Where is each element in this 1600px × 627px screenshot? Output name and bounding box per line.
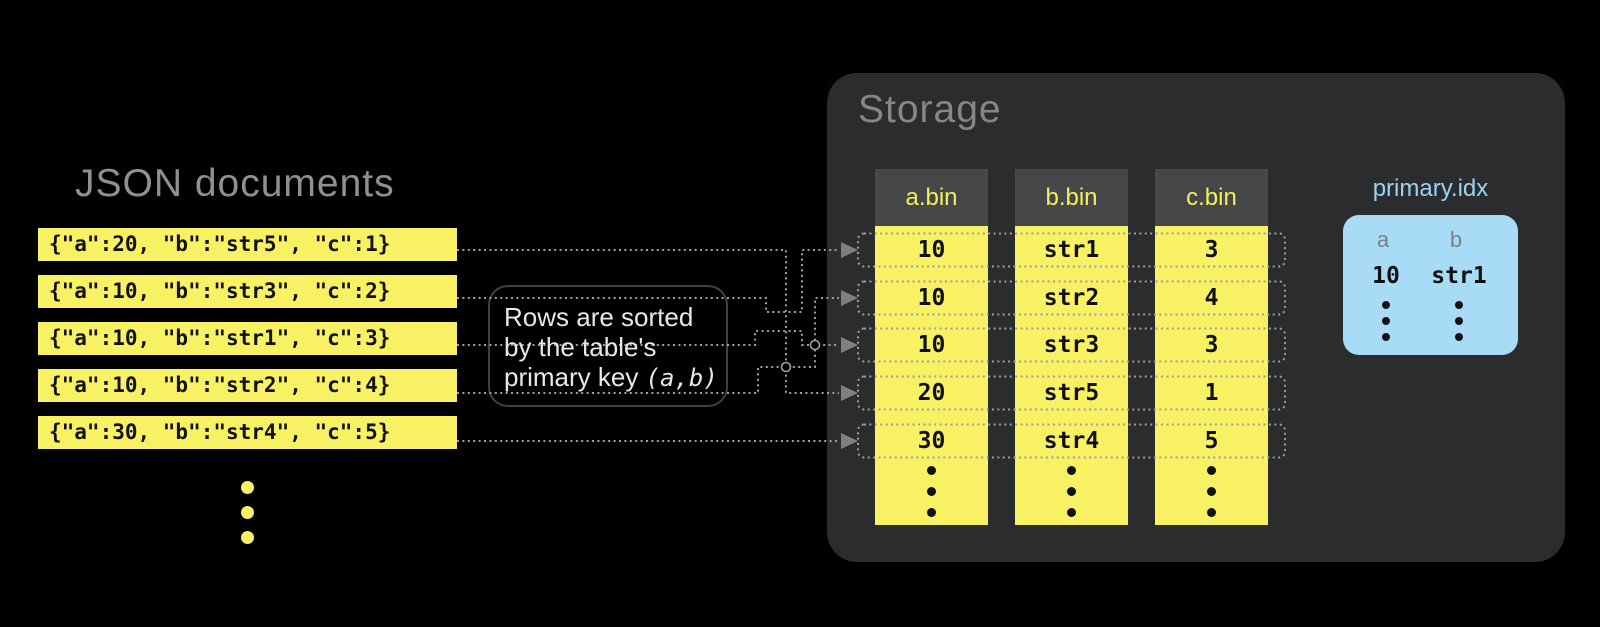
- primary-key-code: (a,b): [645, 364, 718, 392]
- ellipsis-dot: [241, 531, 254, 544]
- column-b-bin: str1 str2 str3 str5 str4: [1015, 226, 1128, 525]
- cell-a-2: 10: [917, 285, 946, 311]
- line-hop-marker: [780, 361, 792, 373]
- cell-b-4: str5: [1043, 380, 1100, 406]
- ellipsis-dot: [1382, 333, 1390, 341]
- cell-c-3: 3: [1204, 332, 1219, 358]
- cell-b-1: str1: [1043, 237, 1100, 263]
- sort-note-text: Rows are sorted by the table's primary k…: [490, 287, 726, 393]
- ellipsis-dot: [1382, 301, 1390, 309]
- cell-a-1: 10: [917, 237, 946, 263]
- ellipsis-dot: [1455, 333, 1463, 341]
- cell-c-4: 1: [1204, 380, 1219, 406]
- json-doc-row-1: {"a":20, "b":"str5", "c":1}: [38, 228, 457, 261]
- column-c-bin: 3 4 3 1 5: [1155, 226, 1268, 525]
- ellipsis-dot: [927, 508, 936, 517]
- cell-a-3: 10: [917, 332, 946, 358]
- idx-value-a: 10: [1372, 263, 1400, 289]
- cell-b-5: str4: [1043, 428, 1100, 454]
- primary-idx-label: primary.idx: [1372, 175, 1489, 202]
- cell-a-5: 30: [917, 428, 946, 454]
- cell-c-1: 3: [1204, 237, 1219, 263]
- ellipsis-dot: [1067, 466, 1076, 475]
- idx-header-b: b: [1449, 227, 1463, 252]
- json-doc-row-2: {"a":10, "b":"str3", "c":2}: [38, 275, 457, 308]
- ellipsis-dot: [241, 506, 254, 519]
- ellipsis-dot: [1455, 301, 1463, 309]
- line-hop-marker: [809, 339, 821, 351]
- json-doc-row-5: {"a":30, "b":"str4", "c":5}: [38, 416, 457, 449]
- json-documents-title: JSON documents: [75, 162, 395, 205]
- cell-c-2: 4: [1204, 285, 1219, 311]
- ellipsis-dot: [927, 466, 936, 475]
- storage-title: Storage: [858, 88, 1002, 131]
- idx-value-b: str1: [1431, 263, 1487, 289]
- column-header-a-bin: a.bin: [875, 169, 988, 226]
- column-header-b-bin: b.bin: [1015, 169, 1128, 226]
- column-header-c-bin: c.bin: [1155, 169, 1268, 226]
- ellipsis-dot: [1382, 317, 1390, 325]
- sort-note-line2: by the table's: [504, 332, 657, 362]
- cell-b-2: str2: [1043, 285, 1100, 311]
- primary-idx-box: a b 10 str1: [1343, 215, 1518, 355]
- ellipsis-dot: [241, 481, 254, 494]
- ellipsis-dot: [1067, 508, 1076, 517]
- column-a-bin: 10 10 10 20 30: [875, 226, 988, 525]
- cell-b-3: str3: [1043, 332, 1100, 358]
- ellipsis-dot: [1455, 317, 1463, 325]
- ellipsis-dot: [1207, 508, 1216, 517]
- cell-c-5: 5: [1204, 428, 1219, 454]
- ellipsis-dot: [927, 487, 936, 496]
- sort-note-line3: primary key: [504, 362, 646, 392]
- ellipsis-dot: [1067, 487, 1076, 496]
- sort-note-line1: Rows are sorted: [504, 302, 694, 332]
- idx-header-a: a: [1376, 227, 1390, 252]
- json-doc-row-4: {"a":10, "b":"str2", "c":4}: [38, 369, 457, 402]
- sort-note-callout: Rows are sorted by the table's primary k…: [488, 285, 728, 407]
- json-doc-row-3: {"a":10, "b":"str1", "c":3}: [38, 322, 457, 355]
- cell-a-4: 20: [917, 380, 946, 406]
- ellipsis-dot: [1207, 466, 1216, 475]
- ellipsis-dot: [1207, 487, 1216, 496]
